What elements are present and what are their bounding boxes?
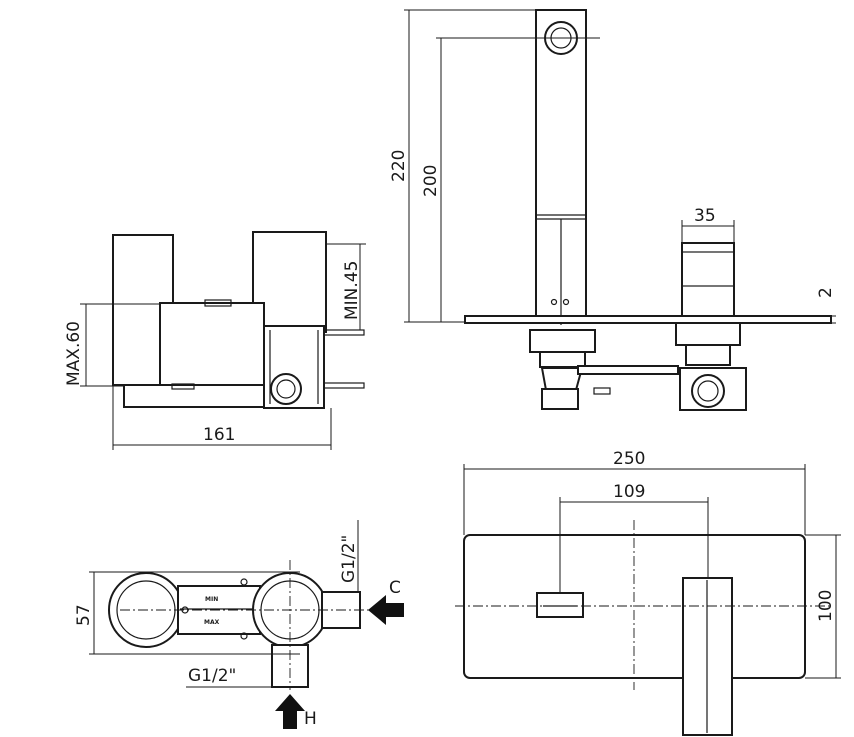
front-plate-label: 2 bbox=[816, 287, 836, 298]
front-body-bar bbox=[577, 365, 679, 375]
front-total-label: 220 bbox=[389, 150, 409, 182]
side-handle-right bbox=[252, 231, 327, 333]
front-spout-label: 200 bbox=[421, 165, 441, 197]
side-max-label: MAX.60 bbox=[64, 321, 84, 386]
top-view: MIN MAX 57 G1/2" G1/2" C H bbox=[74, 520, 404, 729]
top-body-mark-min: MIN bbox=[205, 596, 218, 603]
side-valve-body bbox=[159, 302, 265, 387]
side-view: MAX.60 MIN.45 161 bbox=[64, 231, 366, 450]
plate-center-label: 109 bbox=[613, 482, 645, 502]
side-min-label: MIN.45 bbox=[342, 261, 362, 320]
top-depth-label: 57 bbox=[74, 604, 94, 626]
front-wall-plate bbox=[464, 315, 832, 324]
side-body-cap bbox=[204, 299, 232, 307]
front-handle-sleeve bbox=[675, 322, 741, 346]
side-base-nut bbox=[171, 383, 195, 390]
top-inlet-h-thread-label: G1/2" bbox=[188, 666, 236, 686]
top-body-mark-max: MAX bbox=[204, 619, 220, 626]
top-hot-arrow-icon bbox=[275, 694, 305, 729]
side-width-label: 161 bbox=[203, 425, 235, 445]
front-inlet-ring bbox=[691, 374, 725, 408]
plate-width-label: 250 bbox=[613, 449, 645, 469]
plate-outline bbox=[463, 534, 806, 679]
plate-height-label: 100 bbox=[816, 590, 836, 622]
front-spout-connector bbox=[529, 329, 596, 353]
front-handle bbox=[681, 242, 735, 317]
top-inlet-c-thread-label: G1/2" bbox=[339, 535, 359, 583]
side-inlet-ring bbox=[270, 373, 302, 405]
front-handle-label: 35 bbox=[694, 206, 716, 226]
front-spout bbox=[535, 9, 587, 321]
top-cold-arrow-icon bbox=[368, 595, 404, 625]
top-hot-label: H bbox=[304, 709, 317, 729]
top-cold-label: C bbox=[389, 578, 401, 598]
front-view: 220 200 35 2 bbox=[389, 9, 836, 411]
plate-view: 250 109 100 bbox=[455, 449, 841, 736]
plate-spout-outlet bbox=[536, 592, 584, 618]
